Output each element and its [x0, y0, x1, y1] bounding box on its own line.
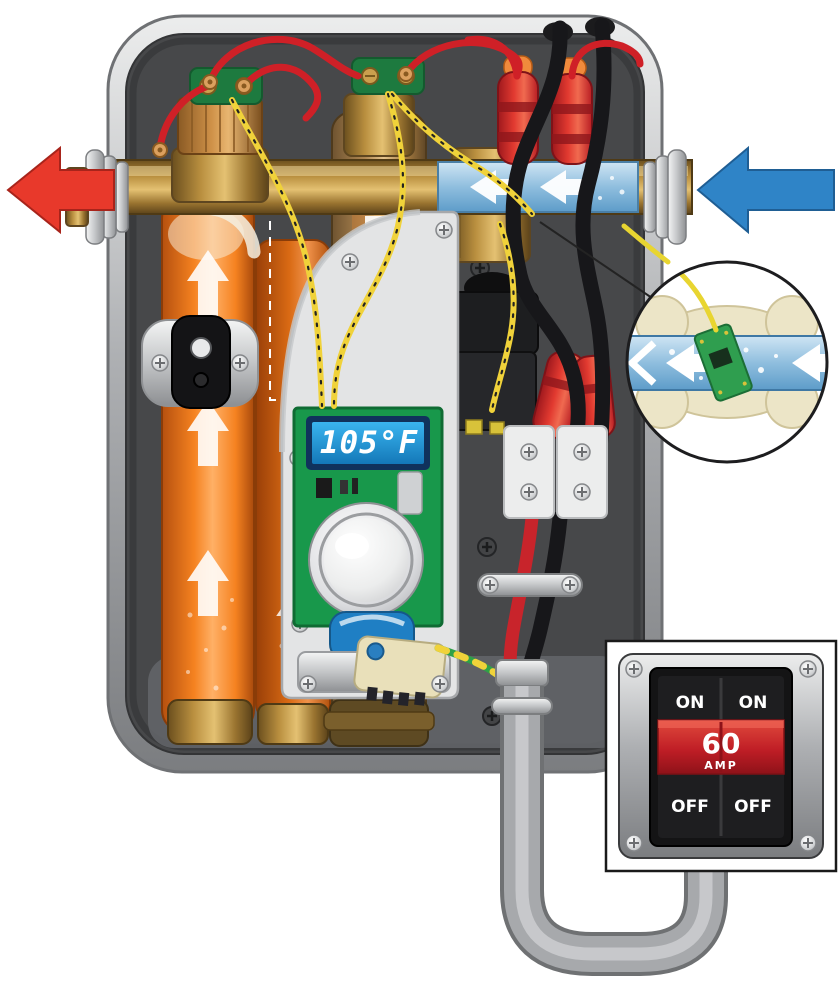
flow-sensor-inset [621, 223, 829, 464]
breaker-off-label-right: OFF [734, 797, 772, 817]
heating-flow-up-arrow-icon [187, 250, 229, 316]
high-limit-thermostat [141, 315, 259, 409]
ring-terminals [152, 66, 414, 158]
screw-icon [231, 354, 249, 372]
terminal-screw-icon [520, 443, 538, 461]
breaker-rating-unit: AMP [704, 759, 738, 772]
power-cable-left [505, 20, 586, 460]
breaker-screw-icon [625, 660, 643, 678]
yellow-sensor-wires [229, 91, 535, 413]
terminal-block-right [556, 425, 608, 519]
panel-screw-icon [341, 253, 359, 271]
lcd-temperature: 105°F [320, 425, 419, 461]
pcb-connector [397, 471, 423, 515]
panel-screw-icon [435, 221, 453, 239]
breaker-screw-icon [799, 660, 817, 678]
screw-icon [481, 576, 499, 594]
lcd-display: 105°F [306, 416, 430, 470]
breaker-handle [657, 719, 785, 775]
screw-icon [561, 576, 579, 594]
heating-flow-up-arrow-icon [187, 400, 229, 466]
temperature-knob [308, 502, 424, 618]
power-cable-right [575, 18, 612, 458]
panel-screw-icon [299, 675, 317, 693]
inset-flow-arrow-icon [792, 344, 827, 382]
conduit-coupling [495, 659, 549, 687]
breaker-screw-icon [625, 834, 643, 852]
cable-clamp [477, 573, 583, 597]
cold-water-inlet-arrow-icon [696, 145, 835, 235]
inset-flow-chevron-icon [627, 340, 657, 386]
terminal-screw-icon [361, 67, 379, 85]
flow-left-arrow-icon [540, 170, 584, 204]
wiring-connector [353, 635, 447, 707]
breaker-panel-inset: ON ON 60 AMP OFF OFF [604, 639, 838, 873]
left-heating-chamber [161, 195, 261, 745]
terminal-screw-icon [573, 483, 591, 501]
control-pcb: 105°F [292, 406, 444, 628]
case-screw-icon [476, 536, 498, 558]
screw-icon [151, 354, 169, 372]
terminal-block-left [503, 425, 555, 519]
breaker-off-label-left: OFF [671, 797, 709, 817]
left-chamber-fitting [171, 97, 269, 203]
terminal-blocks [503, 425, 608, 519]
breaker-on-label-right: ON [739, 693, 768, 713]
terminal-screw-icon [520, 483, 538, 501]
inset-leader-line [539, 221, 653, 299]
breaker-screw-icon [799, 834, 817, 852]
inset-flow-arrow-icon [666, 344, 714, 382]
breaker-rating-value: 60 [702, 727, 741, 760]
breaker-on-label-left: ON [676, 693, 705, 713]
conduit [500, 686, 728, 976]
spade-terminal [465, 419, 483, 435]
pipe-flange-right [643, 149, 687, 245]
pcb-jumpers [316, 478, 358, 498]
inset-sensor-pcb [693, 323, 753, 402]
heating-flow-up-arrow-icon [187, 550, 229, 616]
hot-water-outlet-arrow-icon [6, 145, 115, 235]
flow-sensor-window [437, 161, 639, 213]
panel-screw-icon [431, 675, 449, 693]
spade-terminal [489, 421, 505, 435]
red-wires [156, 35, 644, 152]
conduit-strap [491, 697, 553, 715]
inset-sensor-wire-outer [621, 223, 671, 265]
terminal-screw-icon [573, 443, 591, 461]
flow-left-arrow-icon [470, 170, 514, 204]
